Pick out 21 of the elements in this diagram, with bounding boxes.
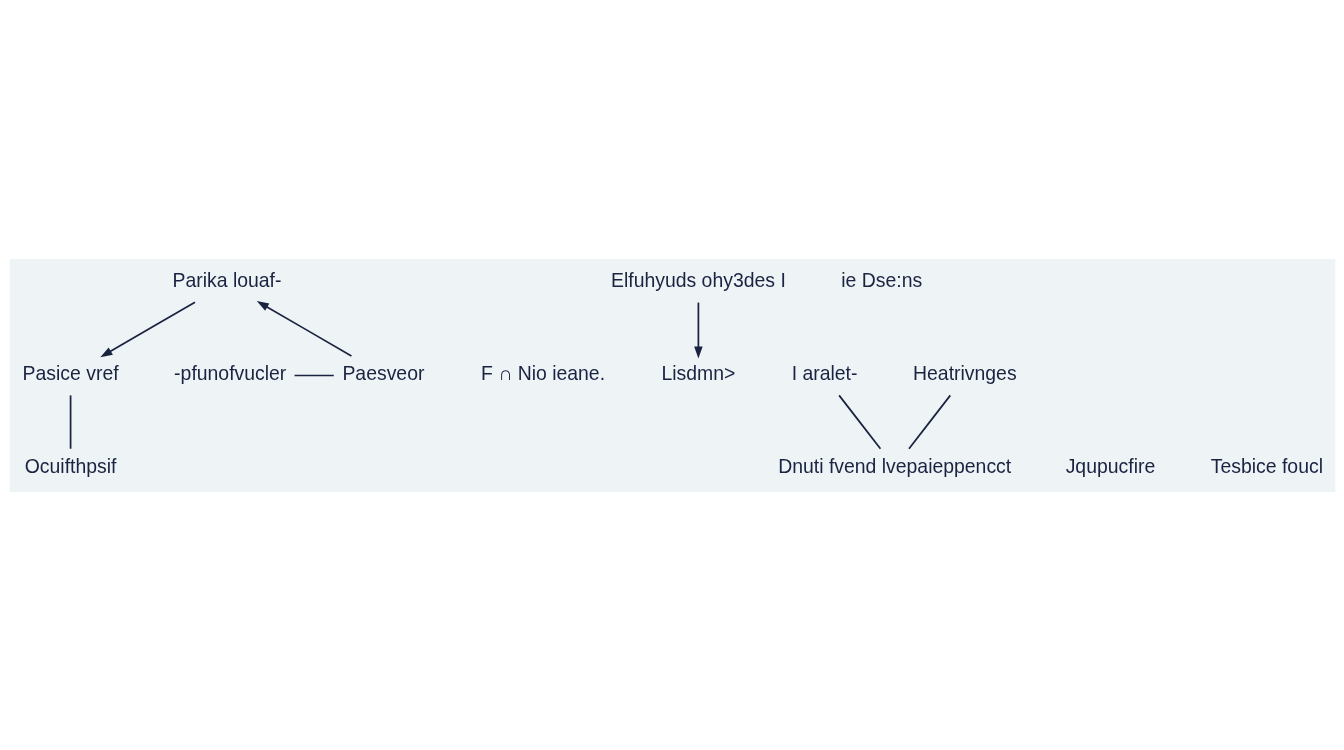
node-text: Jqupucfire xyxy=(1065,454,1155,477)
node-text: Tesbice foucl xyxy=(1210,454,1323,477)
arrow xyxy=(693,301,703,359)
node-text: Paesveor xyxy=(341,361,424,384)
arrow xyxy=(99,301,196,357)
connector xyxy=(837,394,881,450)
node-text: F ∩ Nio ieane. xyxy=(480,361,605,384)
node-text: Elfuhyuds ohy3des I xyxy=(610,268,786,291)
arrow xyxy=(256,300,352,357)
connector xyxy=(293,374,335,376)
node-text: Ocuifthpsif xyxy=(24,454,116,477)
node-text: Lisdmn> xyxy=(660,361,735,384)
connector xyxy=(69,394,71,450)
node-text: ie Dse:ns xyxy=(840,268,922,291)
node-text: Pasice vref xyxy=(22,361,119,384)
node-text: Dnuti fvend lvepaieppencct xyxy=(777,454,1011,477)
node-text: Heatrivnges xyxy=(912,361,1017,384)
node-text: Parika louaf- xyxy=(172,268,281,291)
connector xyxy=(907,394,951,450)
node-text: -pfunofvucler xyxy=(173,361,286,384)
node-text: I aralet- xyxy=(791,361,857,384)
